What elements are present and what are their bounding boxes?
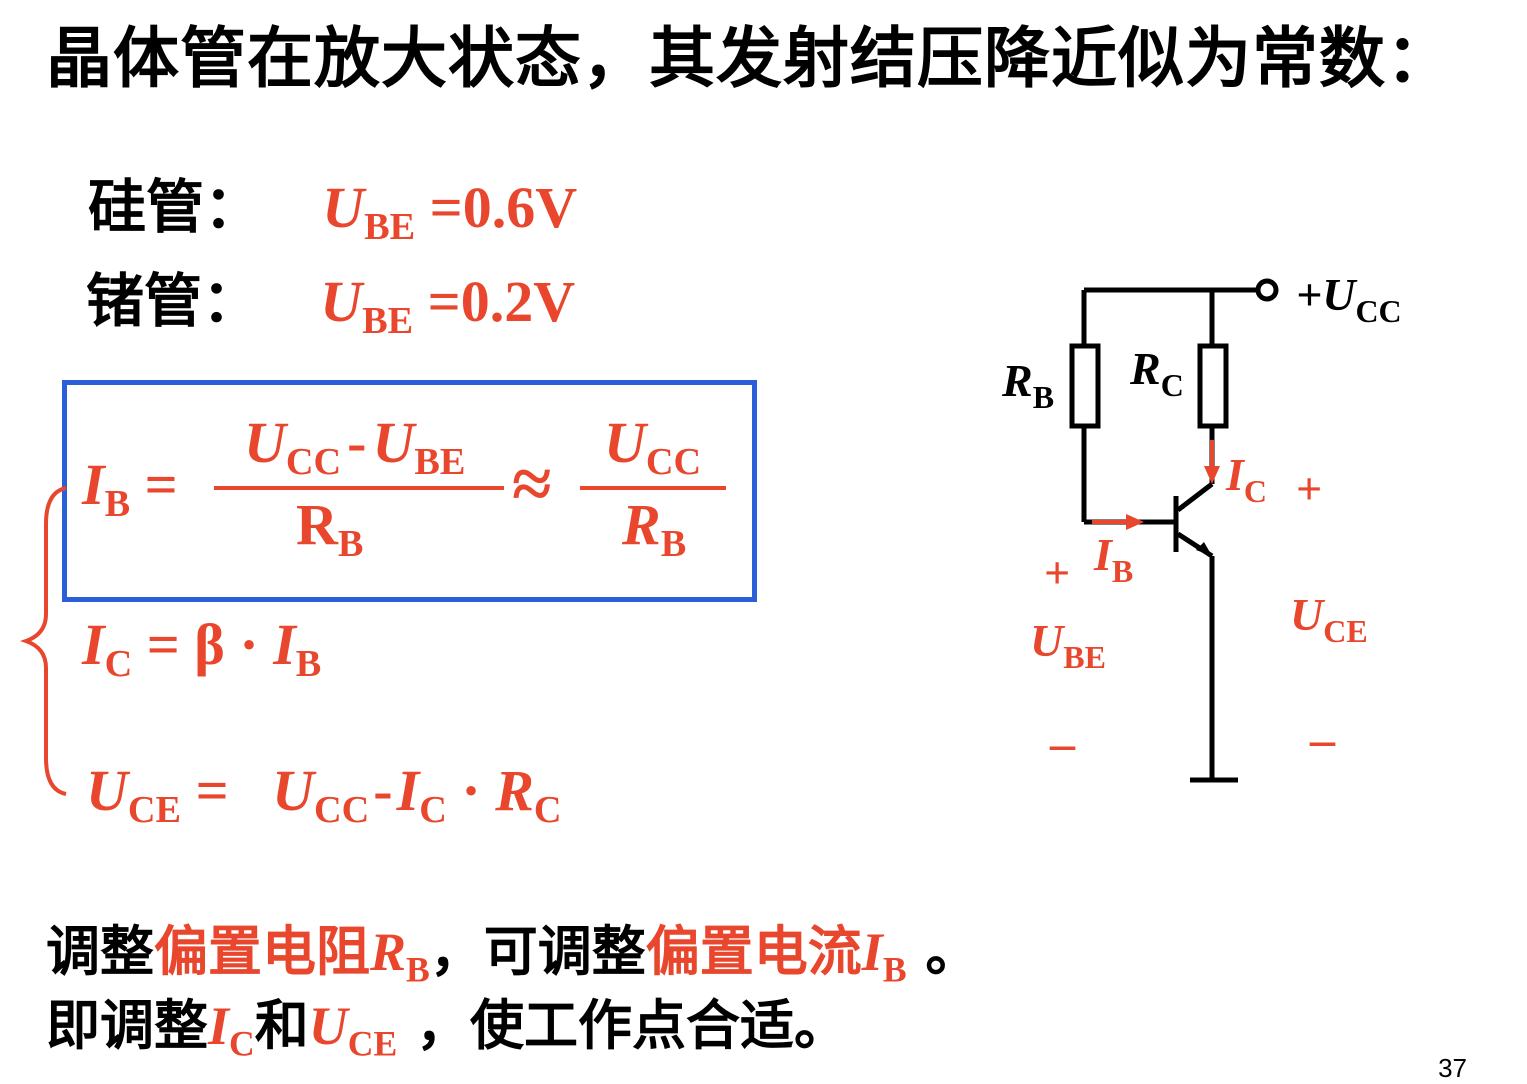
germanium-value: =0.2V <box>413 269 576 334</box>
uce-formula: UCE = UCC-IC · RC <box>86 758 562 832</box>
ib-approx-fraction-line <box>580 486 726 490</box>
rb-label: RB <box>1001 355 1054 415</box>
ib-approx-numerator: UCC <box>604 410 702 484</box>
emitter-arrow-icon <box>1196 542 1212 556</box>
ic-label: IC <box>1225 449 1267 509</box>
ib-denominator: RB <box>296 492 364 566</box>
equation-brace <box>20 486 67 796</box>
silicon-ube: UBE =0.6V <box>322 175 578 249</box>
ic-formula: IC = β · IB <box>82 612 322 686</box>
vcc-terminal <box>1255 278 1279 302</box>
ib-arrow-icon <box>1126 514 1144 530</box>
silicon-label: 硅管： <box>88 173 263 241</box>
page-number: 37 <box>1438 1053 1467 1083</box>
ic-arrow-icon <box>1204 466 1220 484</box>
germanium-label: 锗管： <box>86 267 261 335</box>
ib-label: IB <box>1093 529 1133 589</box>
uce-minus: – <box>1309 711 1336 767</box>
approx-sign: ≈ <box>512 444 552 524</box>
ube-minus: – <box>1049 715 1076 771</box>
rc-label: RC <box>1129 343 1184 403</box>
ib-approx-denominator: RB <box>622 492 687 566</box>
rb-resistor <box>1069 343 1101 429</box>
ib-numerator: UCC-UBE <box>244 410 466 484</box>
uce-label: UCE <box>1290 589 1368 649</box>
germanium-ube: UBE =0.2V <box>320 269 576 343</box>
ib-formula-box <box>62 380 757 602</box>
ube-label: UBE <box>1030 615 1106 675</box>
vcc-label: +UCC <box>1296 269 1402 329</box>
transistor-collector <box>1176 482 1214 512</box>
germanium-row: 锗管： UBE =0.2V <box>86 266 575 356</box>
paragraph-line-1: 调整偏置电阻RB，可调整偏置电流IB 。 <box>46 920 980 990</box>
transistor-circuit: +UCC RB RC IC IB UBE UCE + + – – <box>1001 269 1402 783</box>
page-title: 晶体管在放大状态，其发射结压降近似为常数： <box>46 20 1453 97</box>
ube-plus: + <box>1044 547 1070 598</box>
silicon-row: 硅管： UBE =0.6V <box>88 172 577 262</box>
silicon-value: =0.6V <box>415 175 578 240</box>
rc-resistor <box>1197 343 1229 429</box>
ib-fraction-line <box>214 486 504 490</box>
uce-plus: + <box>1296 463 1322 514</box>
ib-lhs: IB = <box>82 452 178 526</box>
paragraph-line-2: 即调整IC和UCE ，使工作点合适。 <box>46 994 849 1064</box>
